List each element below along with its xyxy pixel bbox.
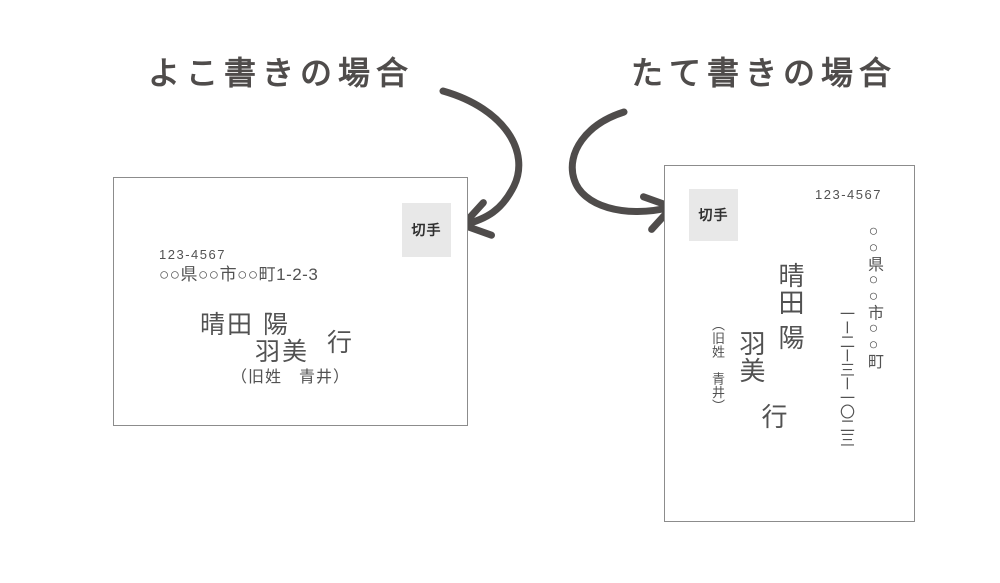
address-line: ○○県○○市○○町1-2-3 bbox=[159, 265, 319, 284]
address-column-number: 一ー二ー三ー一〇二三 bbox=[838, 306, 855, 446]
stamp-box: 切手 bbox=[402, 203, 451, 257]
stamp-label: 切手 bbox=[411, 222, 442, 238]
maiden-name-note: （旧姓 青井） bbox=[231, 369, 351, 386]
recipient-name-column2: 羽美 bbox=[736, 330, 766, 384]
honorific-yuki: 行 bbox=[758, 403, 788, 429]
horizontal-case-title: よこ書きの場合 bbox=[148, 55, 415, 91]
vertical-envelope: 切手 123-4567 ○○県○○市○○町 一ー二ー三ー一〇二三 晴田 陽 羽美… bbox=[664, 165, 915, 522]
honorific-yuki: 行 bbox=[327, 329, 353, 357]
vertical-case-title: たて書きの場合 bbox=[631, 55, 898, 91]
recipient-name-column1: 晴田 陽 bbox=[775, 262, 805, 352]
horizontal-envelope: 切手 123-4567 ○○県○○市○○町1-2-3 晴田 陽 羽美 行 （旧姓… bbox=[113, 177, 468, 426]
stamp-box: 切手 bbox=[689, 189, 738, 241]
curved-arrow-right bbox=[568, 108, 676, 233]
postal-code: 123-4567 bbox=[159, 247, 226, 262]
address-column-main: ○○県○○市○○町 bbox=[865, 223, 882, 369]
stamp-label: 切手 bbox=[698, 207, 729, 223]
recipient-name-line1: 晴田 陽 bbox=[200, 311, 290, 339]
postal-code: 123-4567 bbox=[815, 187, 882, 202]
recipient-name-line2: 羽美 bbox=[255, 338, 310, 366]
maiden-name-note: （旧姓 青井） bbox=[710, 318, 725, 413]
